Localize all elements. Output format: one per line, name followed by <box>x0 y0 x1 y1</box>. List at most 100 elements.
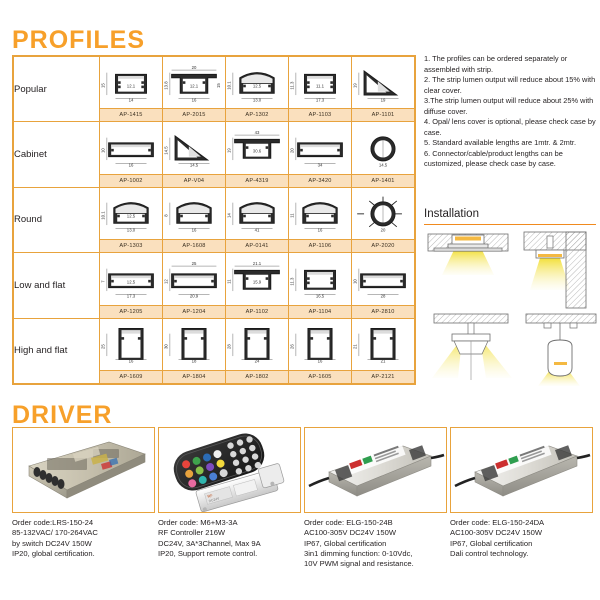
svg-text:16: 16 <box>318 228 323 233</box>
profile-code: AP-1205 <box>100 304 162 318</box>
svg-text:16: 16 <box>129 163 134 168</box>
page-title-driver: DRIVER <box>12 401 113 429</box>
svg-text:10: 10 <box>352 278 357 283</box>
driver-text-line: Order code:LRS-150-24 <box>12 518 94 527</box>
svg-text:12.5: 12.5 <box>127 279 136 284</box>
install-diagram-suspended-updown-mount <box>424 312 520 389</box>
svg-text:10.1: 10.1 <box>226 80 231 89</box>
profile-category-label: High and flat <box>13 317 100 385</box>
profile-cross-section-drawing: 14.5 <box>352 122 414 173</box>
profile-code: AP-1415 <box>100 108 162 122</box>
driver-text-line: Order code: ELG-150-24B <box>304 518 393 527</box>
profile-code: AP-2810 <box>352 304 414 318</box>
profile-code: AP-1106 <box>289 239 351 253</box>
svg-text:12: 12 <box>163 278 168 283</box>
svg-text:28: 28 <box>381 293 386 298</box>
svg-text:DC24V: DC24V <box>208 496 220 503</box>
svg-text:12.5: 12.5 <box>253 83 262 88</box>
note-item: 5. Standard available lengths are 1mtr. … <box>424 138 577 148</box>
page-title-profiles: PROFILES <box>12 26 146 54</box>
driver-text-line: Dali control technology. <box>450 548 529 558</box>
svg-text:13.0: 13.0 <box>127 228 136 233</box>
profile-code: AP-1605 <box>289 370 351 383</box>
driver-text-line: Order code: M6+M3-3A <box>158 518 238 527</box>
profile-code: AP-1204 <box>163 304 225 318</box>
install-diagram-surface-ceiling-mount <box>520 230 600 335</box>
svg-text:15.9: 15.9 <box>253 279 262 284</box>
svg-text:8: 8 <box>163 214 168 217</box>
svg-text:11: 11 <box>289 213 294 218</box>
driver-card: Order code: ELG-150-24DA AC100-305V DC24… <box>450 427 593 559</box>
driver-text-line: 10V PWM signal and resistance. <box>304 559 414 569</box>
profile-code: AP-1002 <box>100 173 162 187</box>
svg-text:21.1: 21.1 <box>253 261 262 266</box>
svg-text:43: 43 <box>255 130 260 135</box>
profile-category-label: Cabinet <box>13 121 100 188</box>
profile-category-label: Popular <box>13 55 100 123</box>
installation-diagram-grid <box>424 230 600 386</box>
svg-text:RF: RF <box>207 493 214 499</box>
install-diagram-pendant-drop-mount <box>524 312 600 391</box>
svg-text:13.8: 13.8 <box>163 80 168 89</box>
install-diagram-recessed-ceiling-mount <box>424 230 512 313</box>
svg-text:41: 41 <box>255 228 260 233</box>
note-item: 1. The profiles can be ordered separatel… <box>424 54 568 74</box>
profile-cross-section-drawing: 20 <box>352 188 414 239</box>
svg-text:7: 7 <box>100 280 105 283</box>
svg-text:14.5: 14.5 <box>190 163 199 168</box>
note-item: 2. The strip lumen output will reduce ab… <box>424 75 596 95</box>
installation-heading: Installation <box>424 208 479 220</box>
driver-card: Order code:LRS-150-24 85-132VAC/ 170-264… <box>12 427 155 559</box>
driver-description: Order code: M6+M3-3A RF Controller 216W … <box>158 518 301 559</box>
profile-code: AP-1101 <box>352 108 414 122</box>
svg-text:18: 18 <box>192 359 197 364</box>
profiles-notes: 1. The profiles can be ordered separatel… <box>424 54 596 170</box>
driver-card: RF DC24V Order code: M6+M3-3A RF Control… <box>158 427 301 559</box>
svg-text:25: 25 <box>100 344 105 349</box>
svg-text:20: 20 <box>192 64 197 69</box>
driver-photo-rf-controller-with-remote: RF DC24V <box>158 427 301 513</box>
profile-code: AP-1609 <box>100 370 162 383</box>
profile-code: AP-0141 <box>226 239 288 253</box>
svg-text:19: 19 <box>226 148 231 153</box>
profile-code: AP-1102 <box>226 304 288 318</box>
driver-text-line: IP67, Global certification <box>304 538 387 548</box>
driver-description: Order code: ELG-150-24B AC100-305V DC24V… <box>304 518 447 570</box>
driver-text-line: Order code: ELG-150-24DA <box>450 518 545 527</box>
